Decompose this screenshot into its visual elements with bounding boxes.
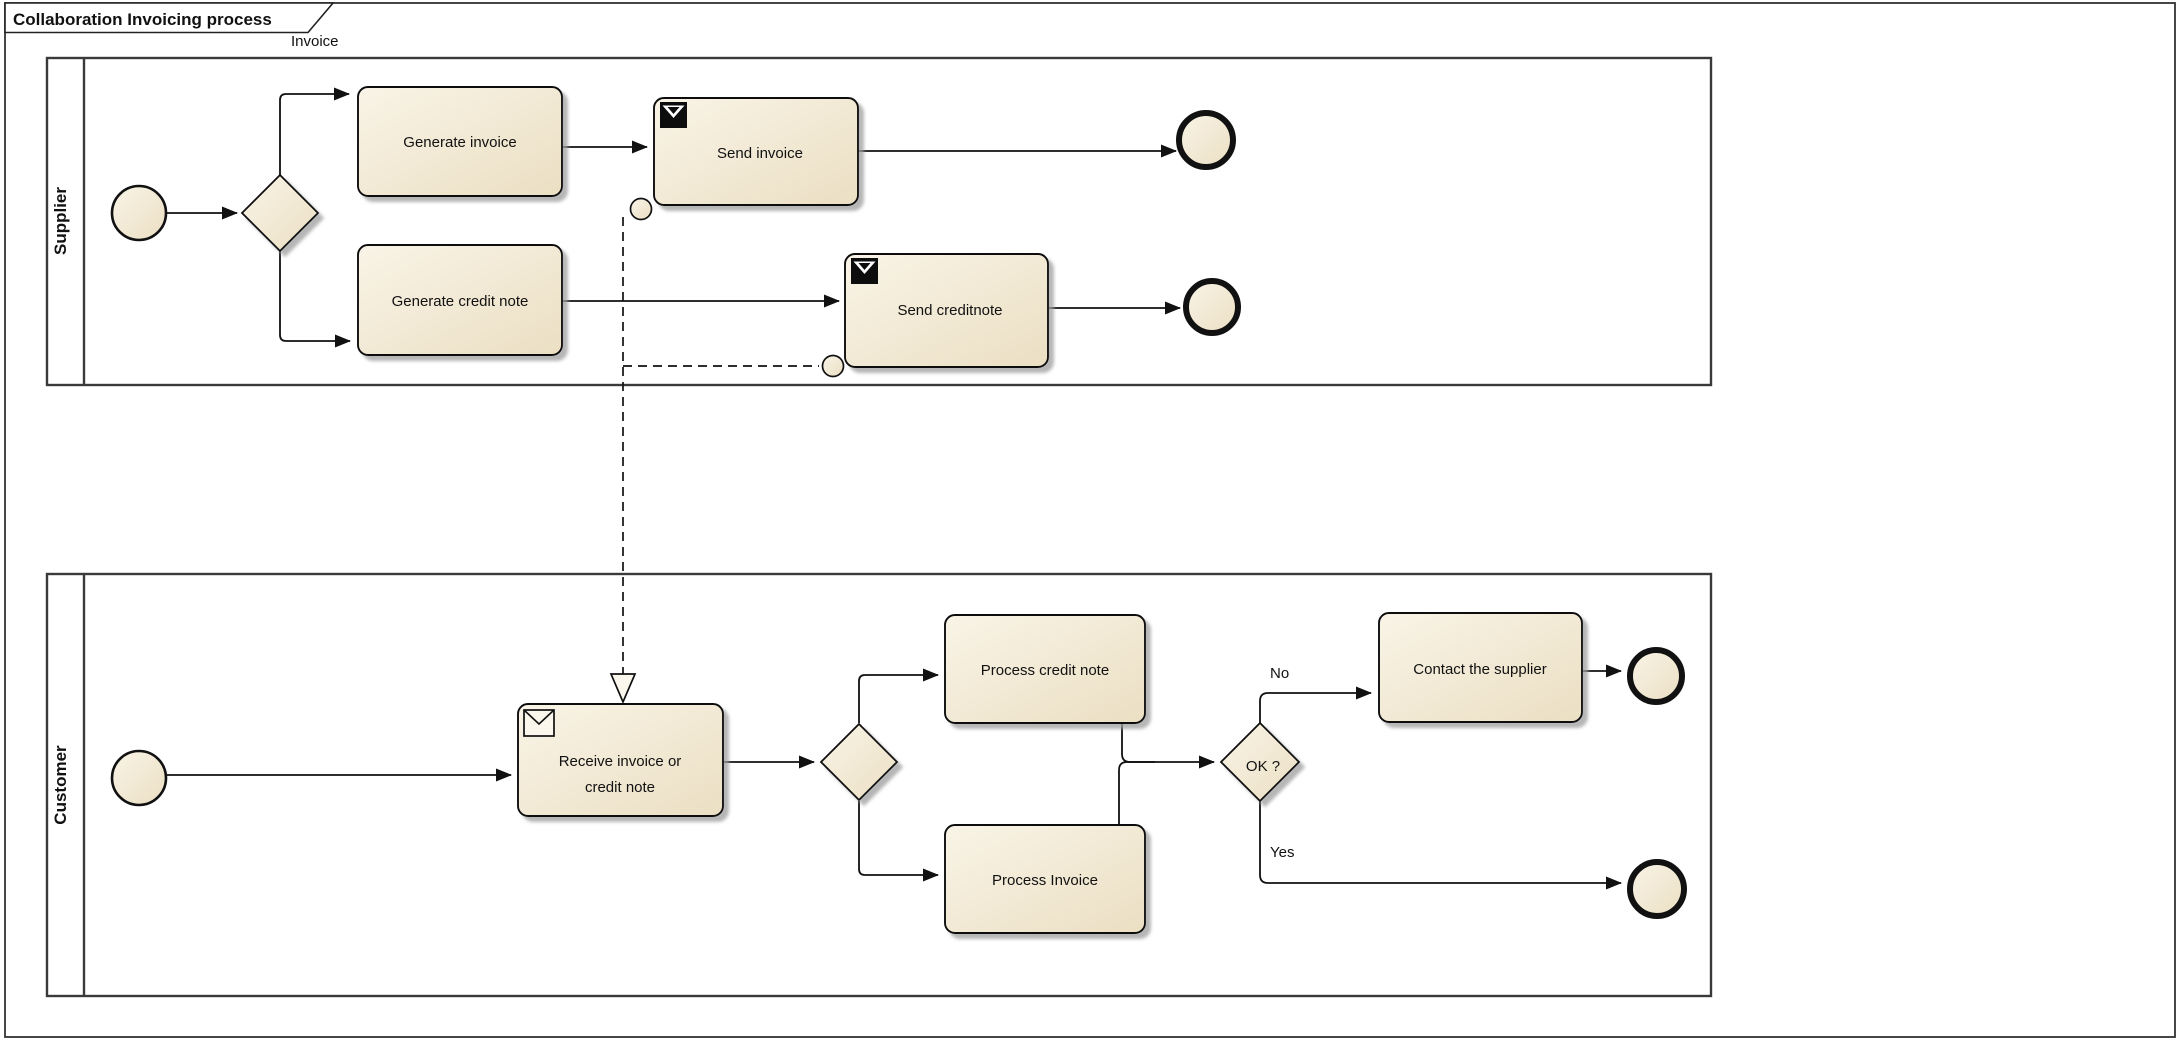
task-generate-invoice-shape[interactable] bbox=[357, 86, 563, 197]
message-send-icon-flap-inner bbox=[667, 107, 680, 114]
flow-gateway-to-process-credit-note bbox=[858, 668, 939, 723]
task-receive-invoice-label-line1: Receive invoice or bbox=[559, 753, 682, 770]
message-send-icon-flap-inner bbox=[858, 263, 871, 270]
task-process-credit-note-shape[interactable] bbox=[944, 614, 1146, 724]
task-send-creditnote-shape[interactable] bbox=[844, 253, 1049, 368]
task-send-invoice-shape[interactable] bbox=[653, 97, 859, 206]
message-receive-icon bbox=[523, 709, 555, 737]
message-flow-source-circle-send-invoice bbox=[629, 197, 653, 221]
gateway-ok-diamond[interactable] bbox=[1219, 721, 1301, 803]
diagram-title-tab: Collaboration Invoicing process Invoice bbox=[4, 2, 339, 50]
message-flow-invoice bbox=[609, 197, 845, 705]
task-process-credit-note[interactable]: Process credit note bbox=[944, 614, 1146, 724]
end-event-customer-no[interactable] bbox=[1627, 647, 1685, 705]
message-send-icon bbox=[660, 102, 687, 128]
flow-gateway-to-generate-credit-note bbox=[279, 251, 351, 348]
title-tab-shape bbox=[4, 2, 335, 34]
pool-customer-label: Customer bbox=[51, 745, 70, 825]
task-send-invoice[interactable]: Send invoice bbox=[653, 97, 859, 206]
gateway-ok-label: OK ? bbox=[1246, 758, 1280, 775]
flow-ok-yes-to-end bbox=[1259, 801, 1622, 890]
end-event-customer-yes[interactable] bbox=[1627, 859, 1687, 919]
flow-gateway-to-generate-invoice bbox=[279, 87, 350, 175]
task-send-creditnote[interactable]: Send creditnote bbox=[844, 253, 1049, 368]
gateway-ok[interactable]: OK ? bbox=[1219, 721, 1301, 803]
task-generate-invoice[interactable]: Generate invoice bbox=[357, 86, 563, 197]
task-receive-invoice[interactable]: Receive invoice or credit note bbox=[517, 703, 724, 817]
gateway-supplier-diamond[interactable] bbox=[240, 173, 320, 253]
message-flow-source-circle-send-creditnote bbox=[821, 354, 845, 378]
frame-label: Invoice bbox=[291, 33, 339, 50]
task-process-invoice[interactable]: Process Invoice bbox=[944, 824, 1146, 934]
task-process-invoice-label: Process Invoice bbox=[992, 872, 1098, 889]
message-receive-icon-flap bbox=[523, 709, 555, 726]
flow-ok-no-to-contact-supplier bbox=[1259, 686, 1372, 723]
gateway-supplier[interactable] bbox=[240, 173, 320, 253]
gateway-customer-split-diamond[interactable] bbox=[819, 722, 899, 802]
end-event-supplier-invoice[interactable] bbox=[1176, 110, 1236, 170]
start-event-customer[interactable] bbox=[110, 749, 168, 807]
flow-label-no: No bbox=[1270, 665, 1289, 682]
end-event-supplier-creditnote[interactable] bbox=[1183, 278, 1241, 336]
task-receive-invoice-label-line2: credit note bbox=[585, 779, 655, 796]
pool-customer-border[interactable] bbox=[45, 572, 1713, 998]
task-process-invoice-shape[interactable] bbox=[944, 824, 1146, 934]
task-generate-credit-note-shape[interactable] bbox=[357, 244, 563, 356]
flow-process-invoice-to-ok bbox=[1118, 755, 1215, 827]
start-event-supplier[interactable] bbox=[110, 184, 168, 242]
diagram-title: Collaboration Invoicing process bbox=[13, 10, 272, 29]
gateway-customer-split[interactable] bbox=[819, 722, 899, 802]
pool-supplier-border[interactable] bbox=[45, 56, 1713, 387]
task-process-credit-note-label: Process credit note bbox=[981, 662, 1109, 679]
pool-supplier[interactable]: Supplier bbox=[45, 56, 1713, 387]
task-send-creditnote-label: Send creditnote bbox=[897, 302, 1002, 319]
pool-customer[interactable]: Customer bbox=[45, 572, 1713, 998]
task-contact-supplier-shape[interactable] bbox=[1378, 612, 1583, 723]
task-send-invoice-label: Send invoice bbox=[717, 145, 803, 162]
message-send-icon bbox=[851, 258, 878, 284]
pool-supplier-label: Supplier bbox=[51, 187, 70, 255]
flow-label-yes: Yes bbox=[1270, 844, 1294, 861]
task-contact-supplier[interactable]: Contact the supplier bbox=[1378, 612, 1583, 723]
flow-process-credit-note-to-ok bbox=[1121, 723, 1155, 763]
task-generate-invoice-label: Generate invoice bbox=[403, 134, 516, 151]
flow-gateway-to-process-invoice bbox=[858, 801, 939, 882]
task-generate-credit-note-label: Generate credit note bbox=[392, 293, 529, 310]
message-flow-open-arrowhead bbox=[609, 673, 637, 705]
task-generate-credit-note[interactable]: Generate credit note bbox=[357, 244, 563, 356]
task-receive-invoice-shape[interactable] bbox=[517, 703, 724, 817]
task-contact-supplier-label: Contact the supplier bbox=[1413, 661, 1546, 678]
diagram-frame bbox=[4, 2, 2176, 1038]
